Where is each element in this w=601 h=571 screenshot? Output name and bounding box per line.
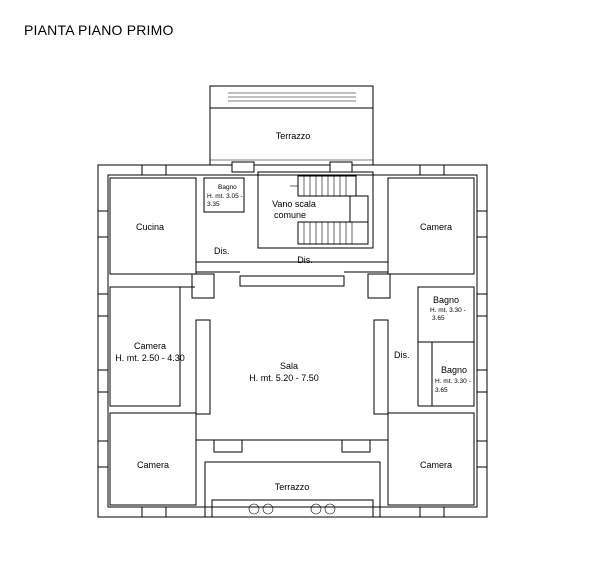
- label-bagno-r1: Bagno: [433, 295, 459, 305]
- label-camera-left: Camera: [134, 341, 166, 351]
- label-bagno-small-h1: H. mt. 3.05 -: [207, 193, 243, 200]
- label-sala: Sala: [280, 361, 298, 371]
- terrace-bottom: [204, 461, 381, 518]
- label-vano-scala-1: Vano scala: [272, 199, 316, 209]
- label-bagno-r2-h2: 3.65: [435, 387, 448, 394]
- label-bagno-r2: Bagno: [441, 365, 467, 375]
- room-labels: Terrazzo Bagno H. mt. 3.05 - 3.35 Vano s…: [115, 131, 471, 492]
- label-camera-bottom-left: Camera: [137, 460, 169, 470]
- label-bagno-r1-h1: H. mt. 3.30 -: [430, 307, 466, 314]
- label-cucina: Cucina: [136, 222, 164, 232]
- label-dis-right: Dis.: [394, 350, 410, 360]
- label-camera-bottom-right: Camera: [420, 460, 452, 470]
- windows: [97, 161, 488, 518]
- label-vano-scala-2: comune: [274, 210, 306, 220]
- interior-walls: [109, 171, 475, 506]
- label-dis-center: Dis.: [297, 255, 313, 265]
- staircase: [290, 175, 369, 245]
- label-bagno-r2-h1: H. mt. 3.30 -: [435, 378, 471, 385]
- label-bagno-r1-h2: 3.65: [432, 315, 445, 322]
- terrace-top: [209, 85, 374, 166]
- label-camera-left-h: H. mt. 2.50 - 4.30: [115, 353, 185, 363]
- label-terrazzo-bottom: Terrazzo: [275, 482, 310, 492]
- plan-title: PIANTA PIANO PRIMO: [24, 22, 174, 38]
- label-terrazzo-top: Terrazzo: [276, 131, 311, 141]
- label-dis-left: Dis.: [214, 246, 230, 256]
- label-camera-top-right: Camera: [420, 222, 452, 232]
- label-bagno-small: Bagno: [218, 184, 237, 191]
- label-sala-h: H. mt. 5.20 - 7.50: [249, 373, 319, 383]
- label-bagno-small-h2: 3.35: [207, 201, 220, 208]
